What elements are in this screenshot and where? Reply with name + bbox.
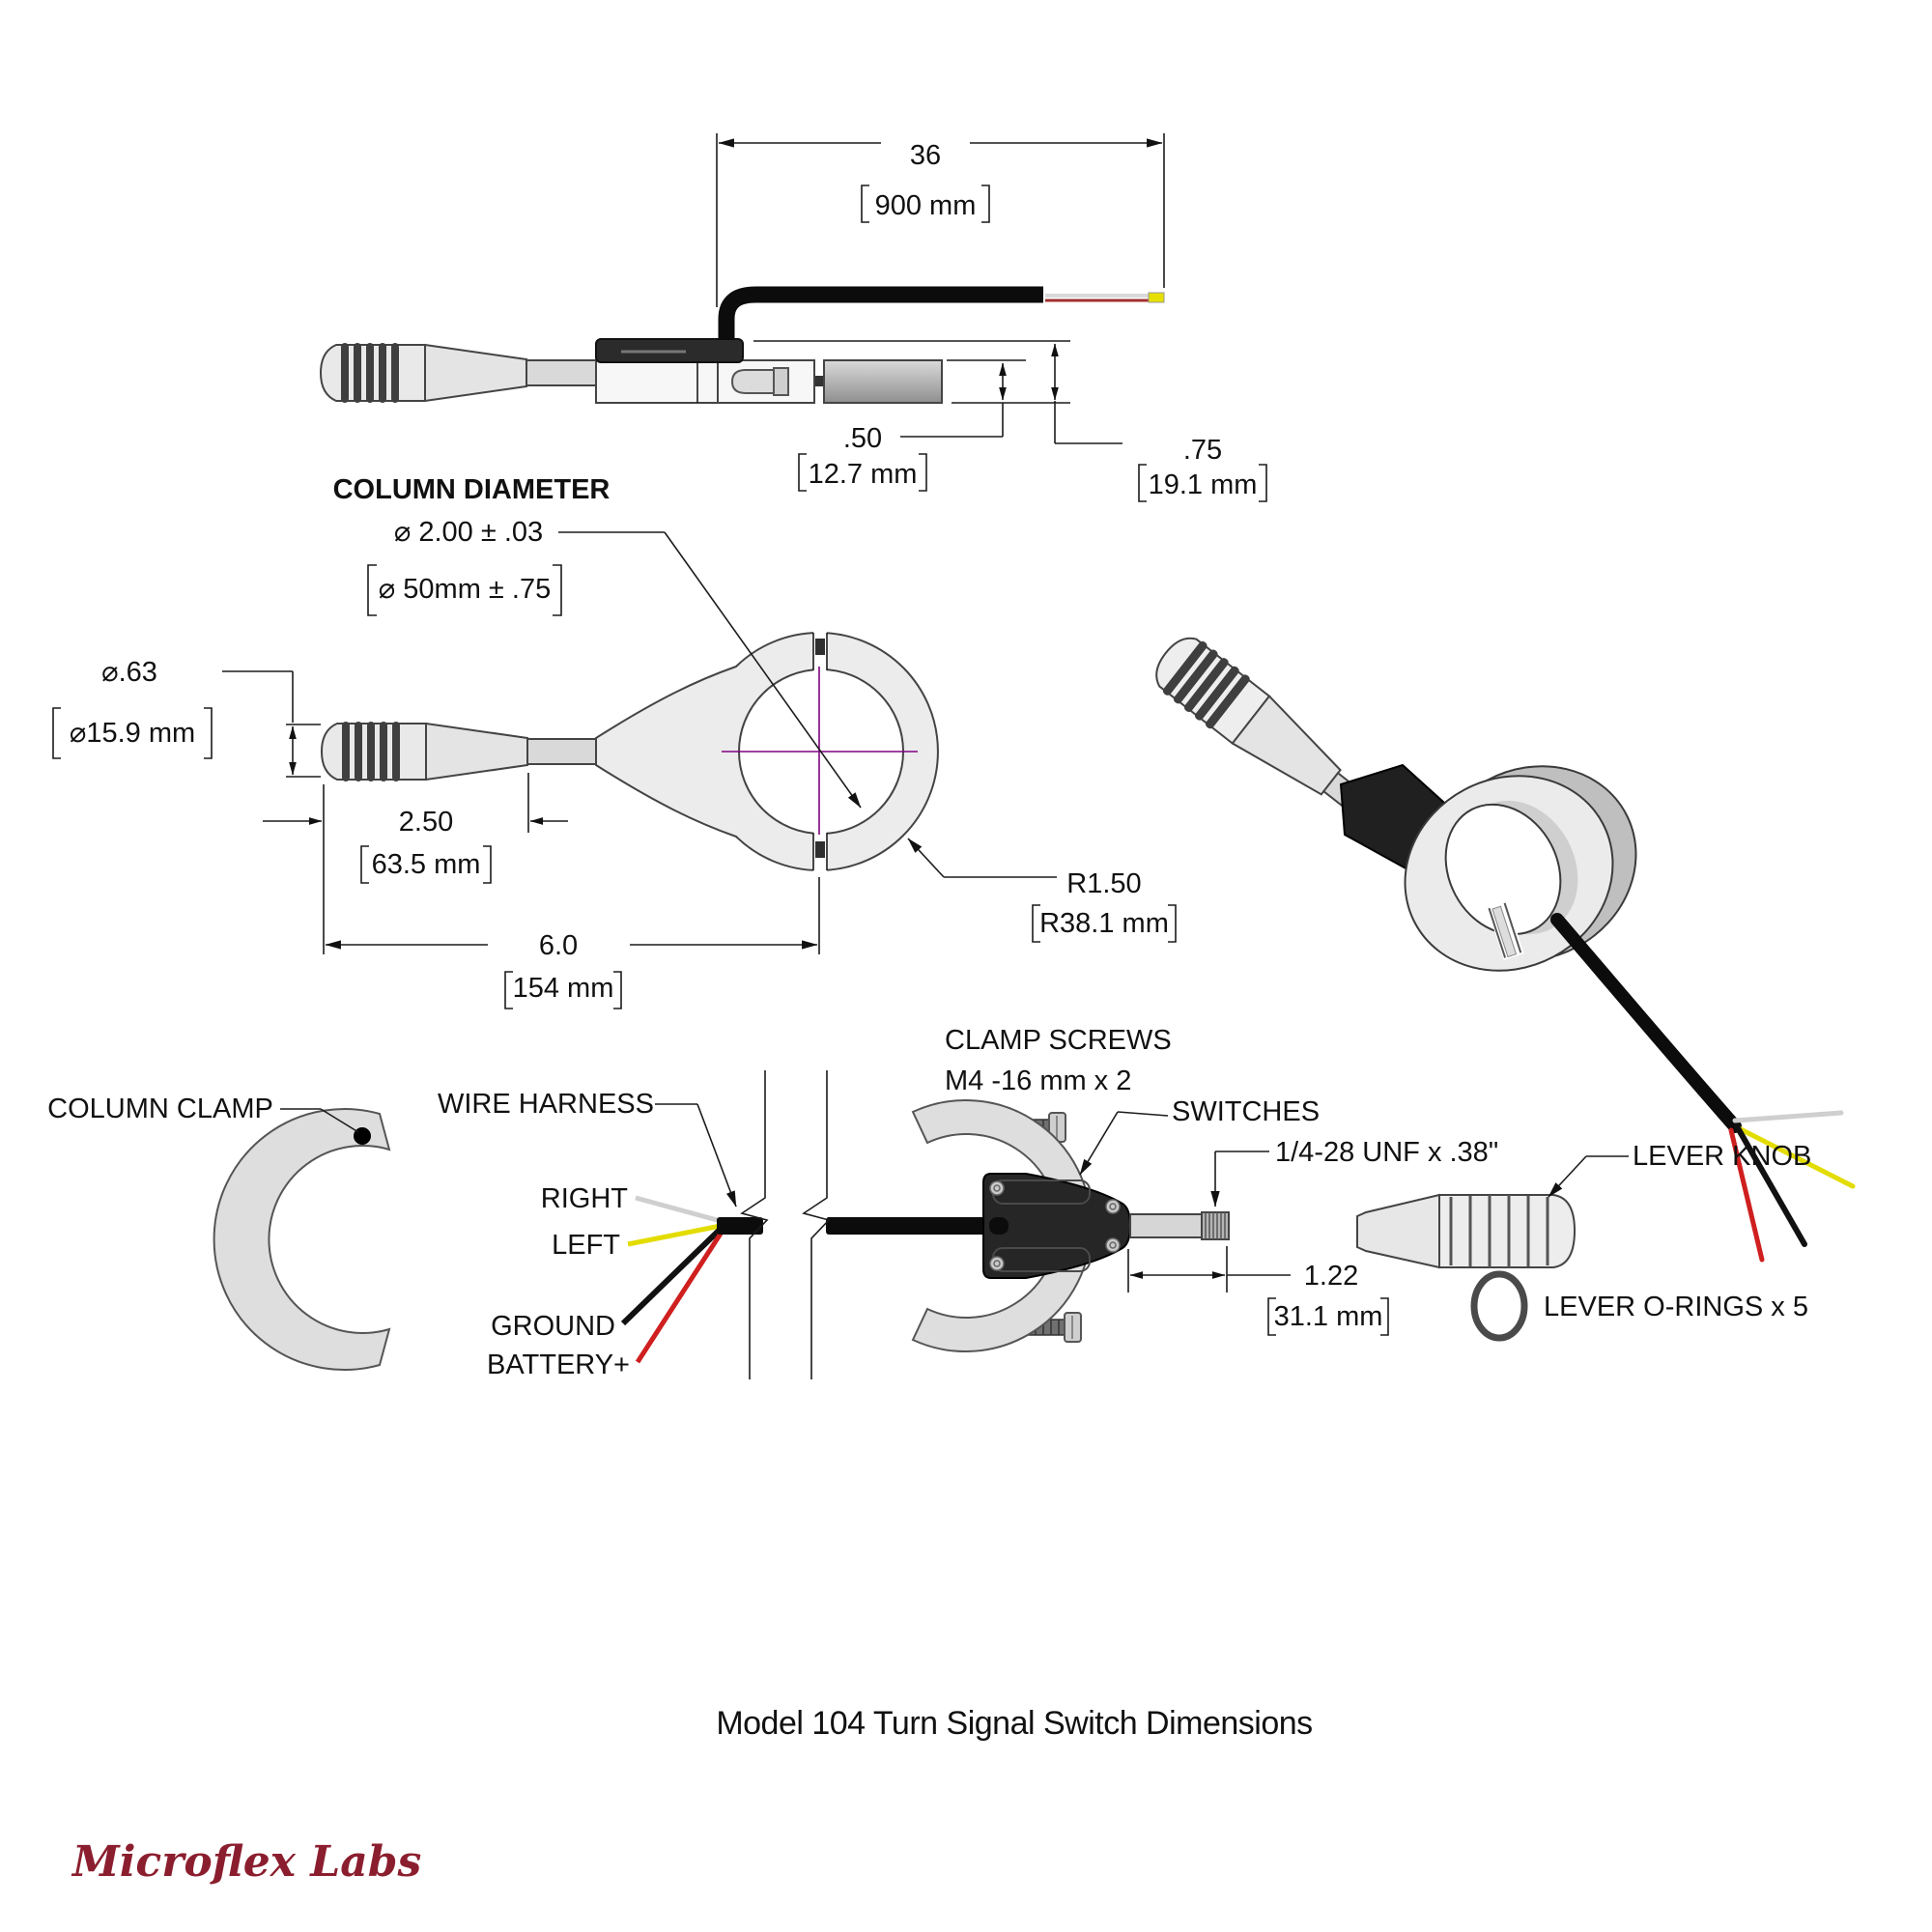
lever-oring — [1470, 1270, 1528, 1342]
dim-stud-length: 1.22 31.1 mm — [1127, 1246, 1389, 1336]
housing-rivets — [989, 1180, 1121, 1271]
clamp-screws-spec: M4 -16 mm x 2 — [945, 1065, 1131, 1096]
dim-stalk-dia: .50 12.7 mm — [798, 359, 1070, 492]
cable-left-segment — [717, 1217, 763, 1235]
column-clamp-half-left — [213, 1108, 391, 1371]
overall-len-mm-text: 154 mm — [513, 973, 614, 1004]
stud-len-in-text: 1.22 — [1304, 1261, 1358, 1292]
callout-column-diameter: COLUMN DIAMETER ⌀ 2.00 ± .03 ⌀ 50mm ± .7… — [333, 474, 862, 809]
front-view: COLUMN DIAMETER ⌀ 2.00 ± .03 ⌀ 50mm ± .7… — [52, 474, 1177, 1009]
dim-knob-length: 2.50 63.5 mm — [263, 773, 568, 954]
dim-50-text: .50 — [843, 423, 882, 454]
wire-3d-battery — [1728, 1127, 1765, 1263]
wire-battery-label: BATTERY+ — [487, 1350, 630, 1380]
lever-stud-threads — [1201, 1211, 1230, 1240]
dim-overall-length: 6.0 154 mm — [325, 877, 820, 1009]
clamp-radius-mm-text: R38.1 mm — [1039, 908, 1169, 939]
knob-len-mm-text: 63.5 mm — [372, 849, 481, 880]
indicator-bulb — [730, 369, 777, 394]
contact-nib — [815, 376, 824, 386]
perspective-view — [1155, 637, 1856, 1263]
lever-knob-exploded — [1356, 1193, 1577, 1269]
clamp-radius-in-text: R1.50 — [1066, 868, 1141, 899]
column-clamp-half-right — [911, 1099, 1093, 1352]
cable-right-segment — [826, 1217, 1000, 1235]
dim-127mm-text: 12.7 mm — [809, 459, 918, 490]
harness-cable-3d — [1550, 913, 1742, 1133]
dim-191mm-text: 19.1 mm — [1149, 469, 1258, 500]
thread-spec-label: 1/4-28 UNF x .38" — [1275, 1137, 1498, 1168]
dim-harness-length: 36 900 mm — [716, 133, 1165, 307]
stalk-block — [823, 359, 943, 404]
lever-stud — [1129, 1213, 1203, 1238]
drawing-title: Model 104 Turn Signal Switch Dimensions — [716, 1705, 1312, 1742]
ring-slit-3d — [1486, 899, 1524, 960]
clamp-screws-label: CLAMP SCREWS — [945, 1025, 1172, 1056]
switch-body — [595, 359, 719, 404]
dim-body-height: .75 19.1 mm — [753, 340, 1267, 502]
knob-dia-mm-text: ⌀15.9 mm — [70, 718, 195, 749]
wire-right-label: RIGHT — [541, 1183, 629, 1214]
dim-knob-dia: ⌀.63 ⌀15.9 mm — [52, 657, 321, 778]
side-view: 36 900 mm .50 12.7 mm .75 19.1 mm — [320, 133, 1267, 502]
knob-len-in-text: 2.50 — [399, 807, 453, 838]
harness-cable-side — [718, 286, 1043, 340]
wire-ground — [620, 1226, 724, 1326]
wire-3d-left — [1736, 1125, 1856, 1189]
dim-900mm-text: 900 mm — [875, 190, 977, 221]
lever-knob-side — [320, 342, 600, 404]
exploded-view: COLUMN CLAMP WIRE HARNESS RIGHT LEFT GRO… — [47, 1025, 1811, 1380]
wire-left — [627, 1223, 722, 1247]
lever-orings-label: LEVER O-RINGS x 5 — [1544, 1292, 1808, 1322]
column-dia-in-text: ⌀ 2.00 ± .03 — [394, 517, 543, 548]
clamp-slit-top — [812, 630, 828, 672]
switches-label: SWITCHES — [1172, 1096, 1320, 1127]
break-line-right — [802, 1070, 831, 1379]
dim-36-text: 36 — [910, 140, 941, 171]
dim-75-text: .75 — [1183, 435, 1222, 466]
wire-3d-ground — [1734, 1123, 1807, 1247]
break-line-left — [740, 1070, 769, 1379]
clamp-ring-3d — [1404, 765, 1637, 972]
lever-3d — [1155, 637, 1372, 818]
column-clamp-label: COLUMN CLAMP — [47, 1094, 273, 1124]
wire-tip — [1148, 292, 1165, 303]
wire-right — [635, 1195, 722, 1224]
knob-dia-in-text: ⌀.63 — [101, 657, 157, 688]
wire-3d-right — [1732, 1110, 1844, 1123]
brand-logo: Microflex Labs — [71, 1837, 421, 1887]
column-diameter-label: COLUMN DIAMETER — [333, 474, 611, 505]
stud-len-mm-text: 31.1 mm — [1274, 1301, 1383, 1332]
wire-battery — [635, 1232, 724, 1364]
column-dia-mm-text: ⌀ 50mm ± .75 — [379, 574, 551, 605]
lever-knob-front — [321, 721, 601, 782]
lever-knob-label: LEVER KNOB — [1633, 1141, 1811, 1172]
wire-ground-label: GROUND — [491, 1311, 615, 1342]
wire-left-label: LEFT — [552, 1230, 620, 1261]
wire-harness-label: WIRE HARNESS — [438, 1089, 654, 1120]
clamp-slit-bottom — [812, 832, 828, 872]
callout-clamp-radius: R1.50 R38.1 mm — [907, 838, 1177, 943]
switch-housing — [982, 1173, 1132, 1279]
overall-len-in-text: 6.0 — [539, 930, 578, 961]
